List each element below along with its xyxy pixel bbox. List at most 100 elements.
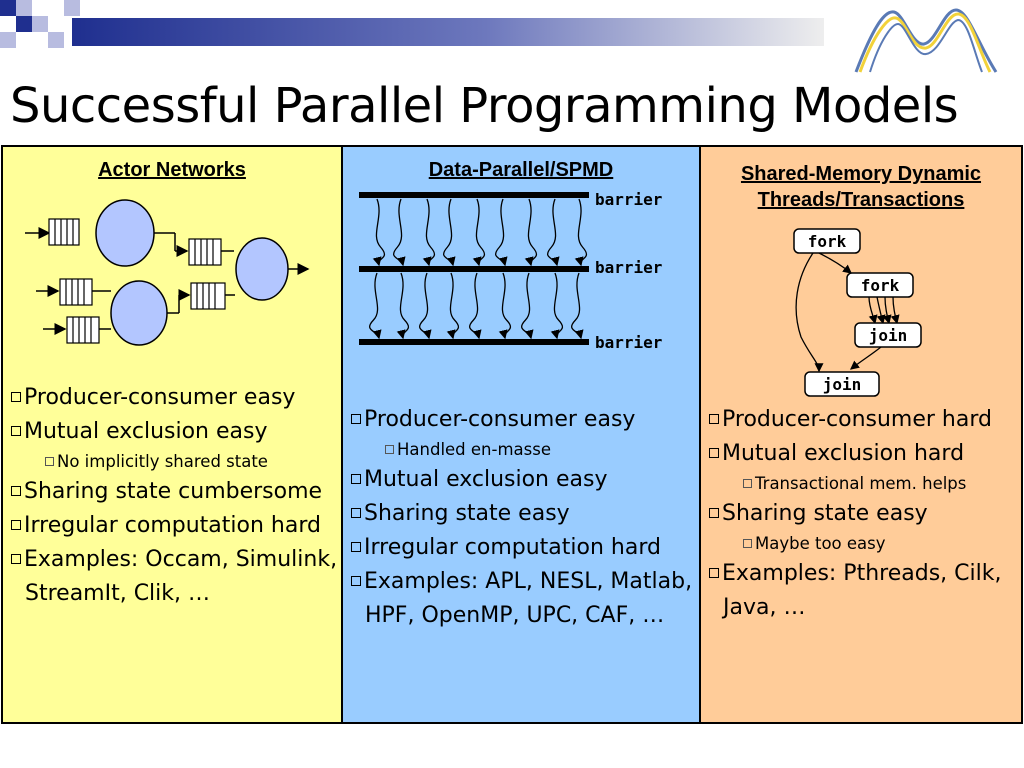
bullet-square-icon <box>709 568 719 578</box>
svg-text:fork: fork <box>808 232 847 251</box>
spmd-panel: Data-Parallel/SPMD barrier barrier barri… <box>341 145 701 724</box>
thread-path <box>369 272 382 340</box>
bullet-item: Examples: APL, NESL, Matlab, HPF, OpenMP… <box>351 565 695 633</box>
bullet-square-icon <box>743 479 752 488</box>
bullet-text: Examples: Pthreads, Cilk, Java, … <box>722 561 1002 620</box>
barrier-label: barrier <box>595 333 662 352</box>
barrier-label: barrier <box>595 190 662 209</box>
thread-path <box>521 272 534 340</box>
spmd-heading: Data-Parallel/SPMD <box>428 159 614 181</box>
fork-box: fork <box>846 272 914 298</box>
bullet-item: Producer-consumer hard <box>709 403 1019 437</box>
thread-path <box>524 198 538 267</box>
bullet-text: Producer-consumer easy <box>24 385 296 410</box>
thread-path <box>547 198 560 267</box>
bullet-square-icon <box>709 508 719 518</box>
thread-path <box>419 272 432 340</box>
thread-path <box>571 272 584 340</box>
bullet-square-icon <box>351 542 361 552</box>
shared-heading-line2: Threads/Transactions <box>757 189 965 211</box>
bullet-item: Mutual exclusion hard <box>709 437 1019 471</box>
bullet-square-icon <box>11 554 21 564</box>
bullet-text: Handled en-masse <box>397 440 551 459</box>
deco-square <box>48 32 64 48</box>
barrier-label: barrier <box>595 258 662 277</box>
bullet-text: Sharing state easy <box>722 501 928 526</box>
sub-bullet-item: No implicitly shared state <box>11 449 339 475</box>
bullet-text: Sharing state cumbersome <box>24 479 323 504</box>
bullet-item: Sharing state easy <box>709 497 1019 531</box>
svg-text:join: join <box>823 375 862 394</box>
bullet-square-icon <box>385 445 394 454</box>
bullet-text: Sharing state easy <box>364 501 570 526</box>
bullet-text: Maybe too easy <box>755 534 886 553</box>
fork-box: fork <box>793 228 861 254</box>
sub-bullet-item: Handled en-masse <box>351 437 695 463</box>
actor-networks-heading: Actor Networks <box>98 159 246 181</box>
bullet-text: Mutual exclusion easy <box>364 467 608 492</box>
slide-title: Successful Parallel Programming Models <box>10 78 959 134</box>
bullet-text: Producer-consumer easy <box>364 407 636 432</box>
fork-join-diagram: fork fork join join <box>793 228 922 397</box>
join-box: join <box>804 371 880 397</box>
deco-square <box>32 16 48 32</box>
bullet-item: Examples: Occam, Simulink, StreamIt, Cli… <box>11 543 339 611</box>
spmd-barrier-diagram: barrier barrier barrier <box>359 190 662 352</box>
thread-path <box>372 198 386 267</box>
bullet-item: Sharing state easy <box>351 497 695 531</box>
bullet-square-icon <box>351 414 361 424</box>
sub-bullet-item: Maybe too easy <box>709 531 1019 557</box>
bullet-text: Mutual exclusion hard <box>722 441 965 466</box>
thread-path <box>498 272 512 340</box>
bullet-square-icon <box>11 426 21 436</box>
shared-heading-line1: Shared-Memory Dynamic <box>740 163 982 185</box>
bullet-square-icon <box>351 576 361 586</box>
svg-text:join: join <box>869 326 908 345</box>
bullet-square-icon <box>11 486 21 496</box>
header-gradient-bar <box>72 18 824 46</box>
bullet-text: Irregular computation hard <box>364 535 661 560</box>
bullet-item: Producer-consumer easy <box>11 381 339 415</box>
deco-square <box>16 16 32 32</box>
deco-square <box>16 0 32 16</box>
deco-square <box>64 0 80 16</box>
thread-path <box>393 198 406 267</box>
bullet-square-icon <box>351 508 361 518</box>
bullet-text: Examples: Occam, Simulink, StreamIt, Cli… <box>24 547 338 606</box>
deco-square <box>0 0 16 16</box>
thread-path <box>422 198 436 267</box>
logo <box>854 8 998 73</box>
thread-path <box>396 272 410 340</box>
bullet-square-icon <box>709 448 719 458</box>
thread-path <box>446 272 460 340</box>
bullet-item: Producer-consumer easy <box>351 403 695 437</box>
bullet-item: Irregular computation hard <box>11 509 339 543</box>
bullet-text: Transactional mem. helps <box>755 474 967 493</box>
thread-path <box>495 198 508 267</box>
bullet-text: Examples: APL, NESL, Matlab, HPF, OpenMP… <box>364 569 693 628</box>
bullet-square-icon <box>351 474 361 484</box>
thread-path <box>574 198 588 267</box>
bullet-text: No implicitly shared state <box>57 452 268 471</box>
bullet-text: Producer-consumer hard <box>722 407 992 432</box>
bullet-square-icon <box>45 457 54 466</box>
sub-bullet-item: Transactional mem. helps <box>709 471 1019 497</box>
bullet-item: Examples: Pthreads, Cilk, Java, … <box>709 557 1019 625</box>
header-decoration <box>0 0 998 73</box>
bullet-item: Irregular computation hard <box>351 531 695 565</box>
svg-text:fork: fork <box>861 276 900 295</box>
bullet-square-icon <box>709 414 719 424</box>
thread-path <box>469 272 482 340</box>
bullet-item: Sharing state cumbersome <box>11 475 339 509</box>
thread-path <box>550 272 564 340</box>
bullet-square-icon <box>11 520 21 530</box>
actor-networks-panel: Actor Networks <box>1 145 343 724</box>
bullet-item: Mutual exclusion easy <box>11 415 339 449</box>
bullet-item: Mutual exclusion easy <box>351 463 695 497</box>
bullet-text: Irregular computation hard <box>24 513 321 538</box>
bullet-square-icon <box>743 539 752 548</box>
shared-memory-panel: Shared-Memory Dynamic Threads/Transactio… <box>699 145 1023 724</box>
